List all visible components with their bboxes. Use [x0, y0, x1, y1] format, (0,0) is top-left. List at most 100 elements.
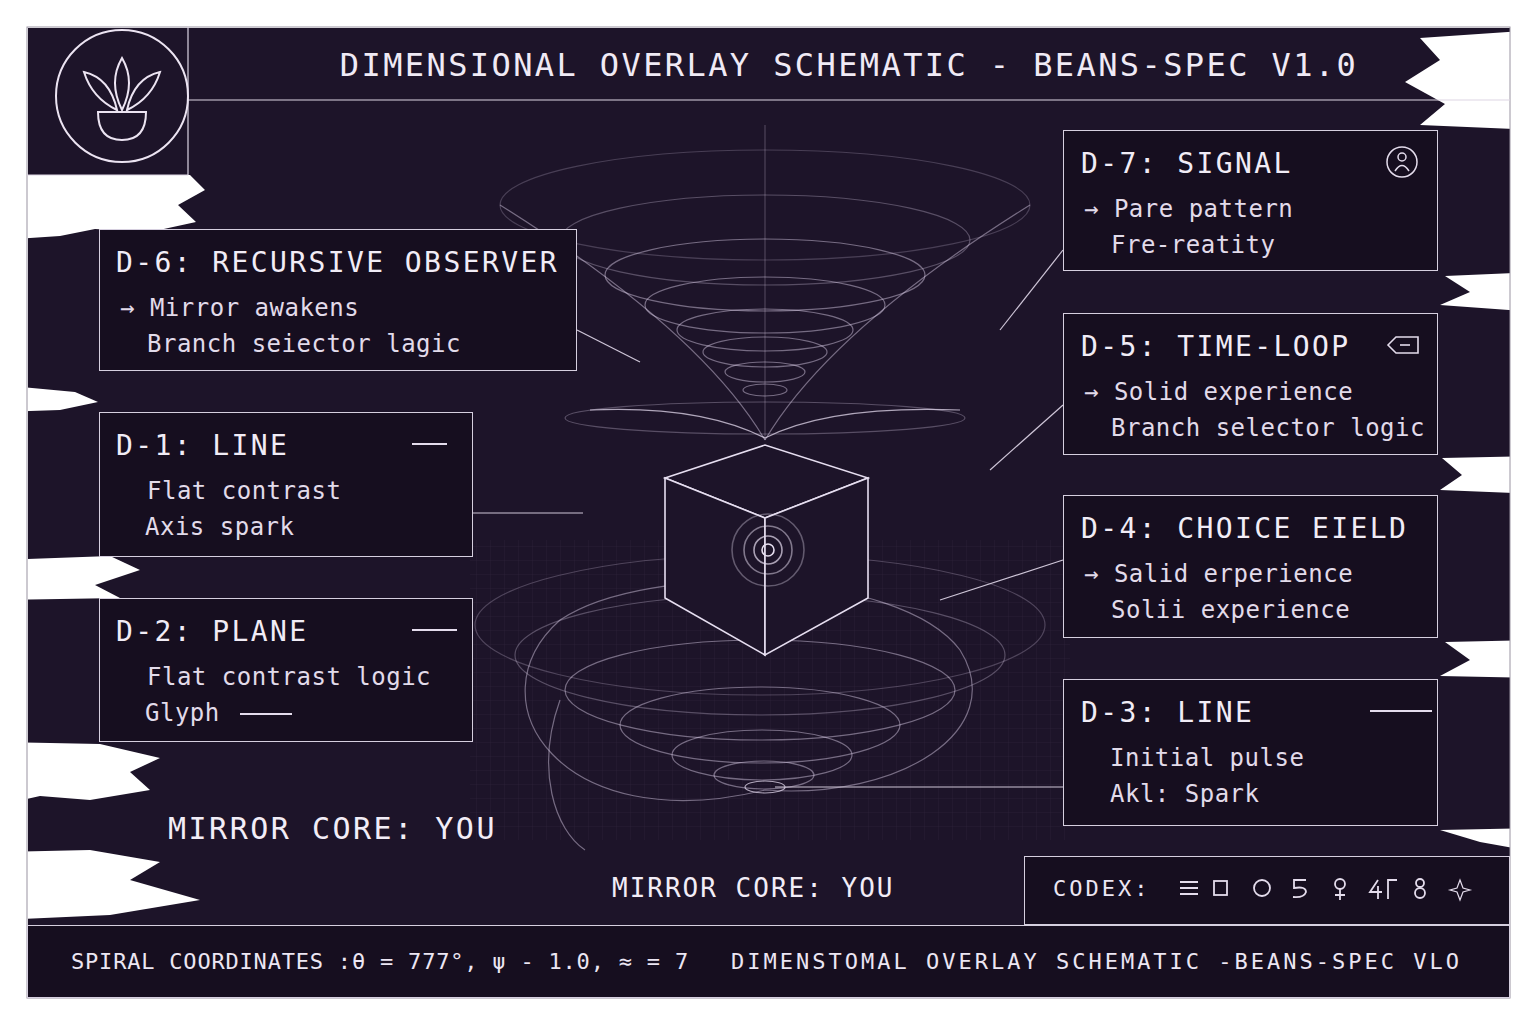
codex-glyph [1335, 889, 1345, 900]
codex-glyph [1214, 881, 1227, 895]
dimension-note: → Salid erperience [1084, 560, 1353, 589]
dimension-heading: D-3: LINE [1081, 696, 1254, 730]
ragged-patch [0, 742, 160, 805]
box-ground [1063, 495, 1438, 638]
dimension-note: Flat contrast logic [147, 663, 431, 692]
logo-leaf [127, 72, 160, 110]
box-ground [1024, 856, 1510, 925]
box-ground [1063, 313, 1438, 455]
loop-icon [1388, 337, 1418, 353]
funnel-flare [565, 402, 965, 434]
dark-panel [28, 28, 1510, 998]
cube-spiral [732, 514, 804, 586]
vortex-ring [645, 277, 885, 333]
codex-box: CODEX: [1024, 856, 1510, 925]
dimension-heading: D-7: SIGNAL [1081, 147, 1293, 181]
core-label: MIRROR CORE: YOU [612, 872, 894, 904]
ragged-patch [1440, 272, 1536, 312]
dimension-box: D-2: PLANEFlat contrast logicGlyph [99, 598, 473, 742]
vortex-ring [500, 150, 1030, 260]
spiral-tail [549, 700, 585, 850]
box-ground [27, 925, 1510, 998]
dash-mark [1370, 710, 1432, 712]
leader-line [940, 560, 1063, 600]
logo-leaf [84, 72, 117, 110]
ragged-patch [1440, 828, 1536, 852]
dimension-heading: D-5: TIME-LOOP [1081, 330, 1351, 364]
footer-band: SPIRAL COORDINATES :θ = 777°, ψ - 1.0, ≈… [27, 925, 1510, 998]
vortex-ring [743, 384, 787, 396]
dimension-note: Flat contrast [147, 477, 341, 506]
cube-spiral [744, 526, 792, 574]
dash-mark [240, 713, 292, 715]
vortex-axis [764, 125, 765, 440]
box-ground [99, 229, 577, 371]
leader-line [473, 512, 583, 513]
lower-ring [672, 730, 852, 780]
box-grounds [27, 130, 1510, 998]
dimension-note: → Pare pattern [1084, 195, 1293, 224]
codex-glyph [1335, 879, 1345, 889]
dimension-heading: D-4: CHOICE EIELD [1081, 512, 1408, 546]
codex-glyph [1416, 879, 1424, 887]
lower-ring [714, 761, 814, 789]
dimension-note: Branch selector logic [1111, 414, 1425, 443]
dimension-box: D-3: LINEInitial pulseAkl: Spark [1063, 679, 1438, 826]
dimension-note: Fre-reatity [1111, 231, 1275, 260]
leader-line [577, 330, 640, 362]
outer-frame [27, 27, 1510, 998]
core-label: MIRROR CORE: YOU [168, 810, 497, 848]
funnel-edge [765, 205, 1030, 440]
vortex-ring [725, 362, 805, 382]
box-ground [99, 412, 473, 557]
cube-face [765, 478, 868, 655]
label-slot: MIRROR CORE: YOU [612, 872, 894, 904]
leader-line [1000, 250, 1063, 330]
dimension-box: D-5: TIME-LOOP → Solid experienceBranch s… [1063, 313, 1438, 455]
codex-glyph [1450, 880, 1470, 900]
core-cube [665, 445, 868, 655]
codex-glyphs [1180, 879, 1470, 900]
codex-glyph [1293, 880, 1306, 897]
dimension-box: D-1: LINE Flat contrastAxis spark [99, 412, 473, 557]
leader-line [990, 405, 1063, 470]
dash-mark [412, 629, 457, 631]
ragged-patch [0, 385, 98, 412]
ragged-patch [0, 850, 200, 920]
footer-text: SPIRAL COORDINATES :θ = 777°, ψ - 1.0, ≈… [71, 948, 689, 976]
box-marks [240, 147, 1432, 714]
vortex-ring [605, 239, 925, 311]
ragged-patch [1440, 640, 1536, 678]
codex-glyph [1415, 888, 1425, 898]
dimension-note: Axis spark [145, 513, 295, 542]
dimension-box: D-6: RECURSIVE OBSERVER→ Mirror awakensB… [99, 229, 577, 371]
cube-spiral [754, 536, 782, 564]
ragged-patch [0, 556, 140, 600]
dimension-note: → Mirror awakens [120, 294, 359, 323]
header-rule [188, 99, 1510, 100]
vortex-ring [560, 195, 970, 285]
lower-ring [620, 687, 900, 763]
dimension-note: Solii experience [1111, 596, 1350, 625]
signal-icon [1395, 166, 1409, 172]
codex-glyph [1254, 880, 1270, 896]
dimension-note: Initial pulse [1110, 744, 1304, 773]
codex-glyph [1370, 880, 1397, 899]
logo-pot [98, 112, 146, 140]
dimension-note: → Solid experience [1084, 378, 1353, 407]
dimension-note: Branch seiector lagic [147, 330, 461, 359]
box-ground [1063, 679, 1438, 826]
logo-leaf [115, 58, 129, 110]
ragged-edge [0, 30, 1536, 920]
codex-label: CODEX: [1053, 874, 1150, 904]
dash-mark [412, 443, 447, 445]
ragged-patch [1440, 456, 1536, 494]
dimension-heading: D-1: LINE [116, 429, 289, 463]
lower-ring [565, 640, 955, 740]
signal-icon [1387, 147, 1417, 177]
footer-text: DIMENSTOMAL OVERLAY SCHEMATIC -BEANS-SPE… [731, 948, 1462, 976]
loop-icon [1400, 344, 1410, 346]
box-ground [99, 598, 473, 742]
label-slot: MIRROR CORE: YOU [168, 810, 497, 848]
